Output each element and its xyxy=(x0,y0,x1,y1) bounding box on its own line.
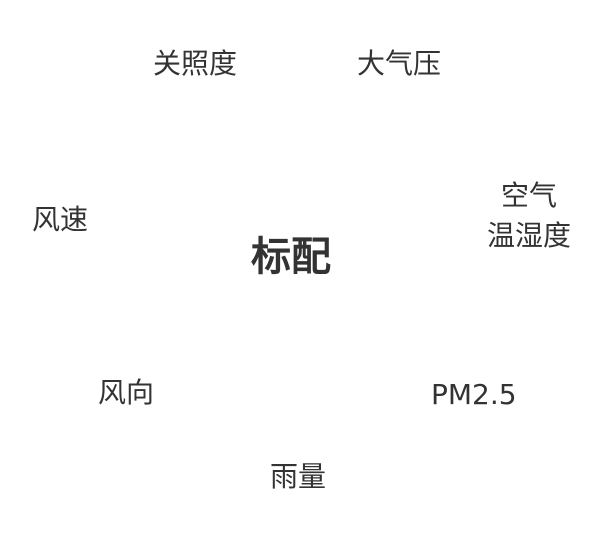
item-air-temp-humidity-line2: 温湿度 xyxy=(486,219,571,252)
item-air-temp-humidity: 空气 温湿度 xyxy=(481,176,577,256)
item-pm25: PM2.5 xyxy=(431,378,517,411)
item-rainfall: 雨量 xyxy=(270,460,327,493)
item-wind-direction: 风向 xyxy=(98,376,155,409)
item-air-temp-humidity-line1: 空气 xyxy=(500,179,557,212)
item-wind-speed: 风速 xyxy=(32,203,89,236)
center-title: 标配 xyxy=(251,234,331,280)
item-atmospheric-pressure: 大气压 xyxy=(357,47,442,80)
item-illuminance: 关照度 xyxy=(153,47,238,80)
